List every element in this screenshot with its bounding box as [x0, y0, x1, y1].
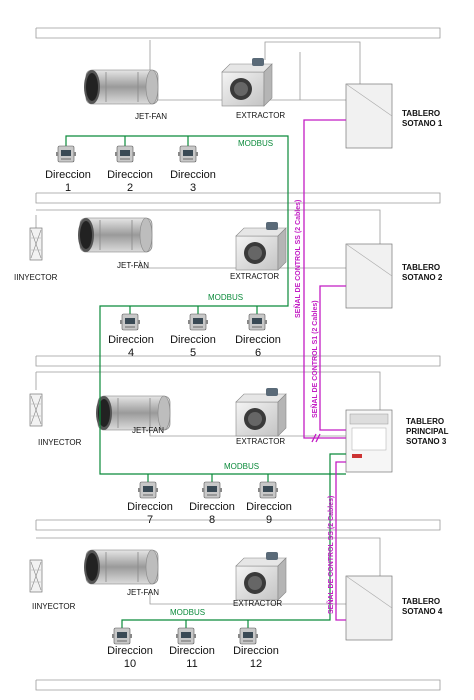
jetfan-label-3: JET-FAN — [132, 426, 164, 435]
signal-label-1: SEÑAL DE CONTROL SS (2 Cables) — [293, 200, 302, 318]
direction-labels: Direccion 1 Direccion 2 Direccion 3 Dire… — [45, 169, 292, 670]
sensor-9 — [257, 481, 279, 499]
sensor-6 — [246, 313, 268, 331]
signal-label-2: SEÑAL DE CONTROL S1 (2 Cables) — [310, 300, 319, 418]
direccion-word-9: Direccion — [246, 501, 292, 513]
jetfan-label-4: JET-FAN — [127, 588, 159, 597]
sensor-7 — [137, 481, 159, 499]
modbus-label-3: MODBUS — [224, 462, 259, 471]
panel-1-line2: SOTANO 1 — [402, 119, 443, 128]
panel-4-line2: SOTANO 4 — [402, 607, 443, 616]
direccion-num-1: 1 — [65, 182, 71, 194]
injector-label-2: IINYECTOR — [14, 273, 58, 282]
direccion-num-12: 12 — [250, 658, 262, 670]
direccion-word-7: Direccion — [127, 501, 173, 513]
signal-wiring — [303, 119, 346, 621]
panel-1-line1: TABLERO — [402, 109, 440, 118]
direccion-word-3: Direccion — [170, 169, 216, 181]
direccion-num-2: 2 — [127, 182, 133, 194]
direccion-word-5: Direccion — [170, 334, 216, 346]
floor-sotano-1 — [35, 27, 441, 149]
jetfan-label-2: JET-FAN — [117, 261, 149, 270]
floor-sotano-2 — [29, 192, 441, 309]
panel-4-line1: TABLERO — [402, 597, 440, 606]
floor-sotano-3 — [29, 355, 441, 473]
sensor-5 — [187, 313, 209, 331]
sensor-4 — [119, 313, 141, 331]
direccion-num-5: 5 — [190, 347, 196, 359]
direccion-num-9: 9 — [266, 514, 272, 526]
panel-3-line1: TABLERO — [406, 417, 444, 426]
sensor-8 — [201, 481, 223, 499]
direccion-num-7: 7 — [147, 514, 153, 526]
direccion-num-4: 4 — [128, 347, 134, 359]
extractor-label-3: EXTRACTOR — [236, 437, 285, 446]
direccion-word-12: Direccion — [233, 645, 279, 657]
injector-label-3: IINYECTOR — [38, 438, 82, 447]
sensor-11 — [175, 627, 197, 645]
modbus-label-1: MODBUS — [238, 139, 273, 148]
direccion-num-10: 10 — [124, 658, 136, 670]
direccion-word-1: Direccion — [45, 169, 91, 181]
direccion-word-11: Direccion — [169, 645, 215, 657]
direccion-word-2: Direccion — [107, 169, 153, 181]
main-panel-device — [345, 409, 393, 473]
panel-2-line1: TABLERO — [402, 263, 440, 272]
sensor-1 — [55, 145, 77, 163]
modbus-label-2: MODBUS — [208, 293, 243, 302]
direccion-num-3: 3 — [190, 182, 196, 194]
extractor-label-2: EXTRACTOR — [230, 272, 279, 281]
direccion-num-11: 11 — [186, 658, 197, 670]
panel-2-line2: SOTANO 2 — [402, 273, 443, 282]
injector-label-4: IINYECTOR — [32, 602, 76, 611]
panel-labels: TABLERO SOTANO 1 TABLERO SOTANO 2 TABLER… — [402, 109, 449, 616]
sensor-2 — [114, 145, 136, 163]
sensor-10 — [111, 627, 133, 645]
modbus-label-4: MODBUS — [170, 608, 205, 617]
signal-label-3: SEÑAL DE CONTROL SS (2 Cables) — [326, 496, 335, 614]
panel-3-line3: SOTANO 3 — [406, 437, 447, 446]
floor-sotano-4 — [29, 519, 441, 691]
panel-3-line2: PRINCIPAL — [406, 427, 449, 436]
direccion-word-10: Direccion — [107, 645, 153, 657]
direccion-word-6: Direccion — [235, 334, 281, 346]
modbus-wiring — [65, 135, 346, 628]
direccion-num-8: 8 — [209, 514, 215, 526]
direccion-word-8: Direccion — [189, 501, 235, 513]
jetfan-label-1: JET-FAN — [135, 112, 167, 121]
direccion-num-6: 6 — [255, 347, 261, 359]
extractor-label-4: EXTRACTOR — [233, 599, 282, 608]
sensor-12 — [237, 627, 259, 645]
direccion-word-4: Direccion — [108, 334, 154, 346]
sensor-3 — [177, 145, 199, 163]
extractor-label-1: EXTRACTOR — [236, 111, 285, 120]
